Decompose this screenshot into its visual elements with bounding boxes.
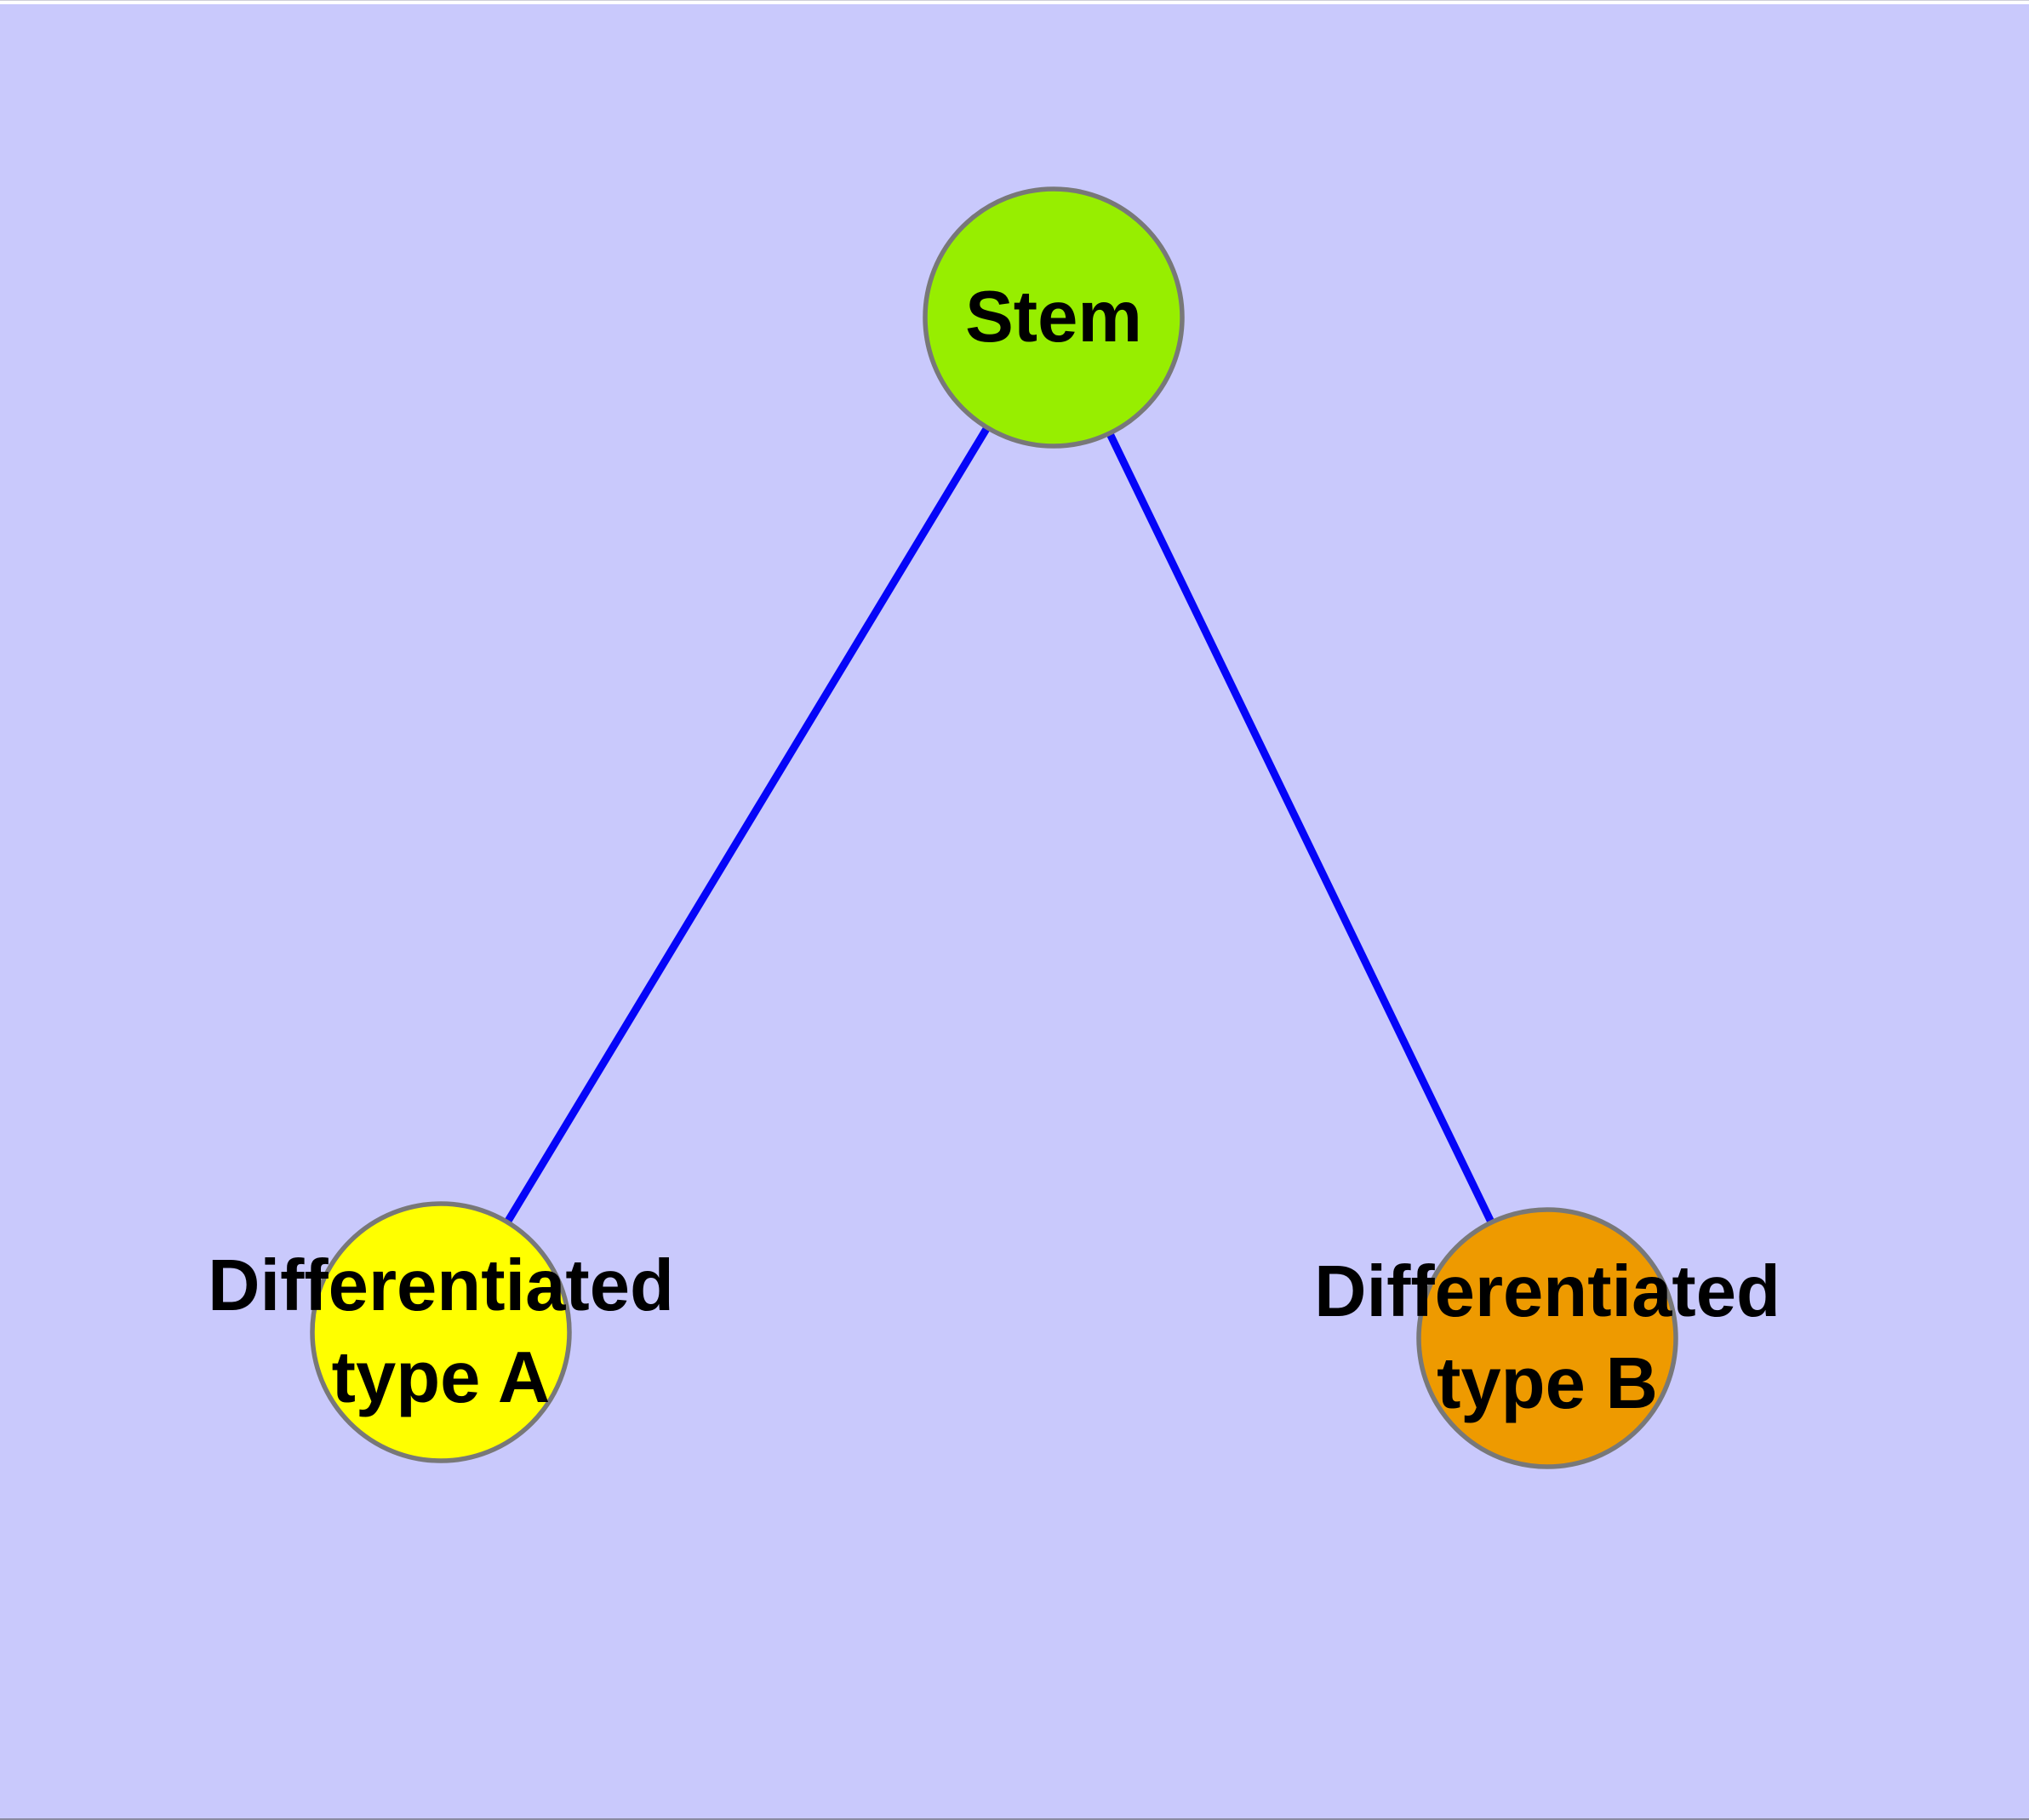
window-bottom-edge: [0, 1818, 2029, 1820]
edge-stem-to-type-b: [1049, 316, 1552, 1340]
window-top-edge: [0, 0, 2029, 4]
node-differentiated-type-a: [310, 1201, 572, 1463]
edge-stem-to-type-a: [437, 315, 1057, 1335]
node-stem: [923, 186, 1185, 449]
node-differentiated-type-b: [1416, 1207, 1678, 1469]
